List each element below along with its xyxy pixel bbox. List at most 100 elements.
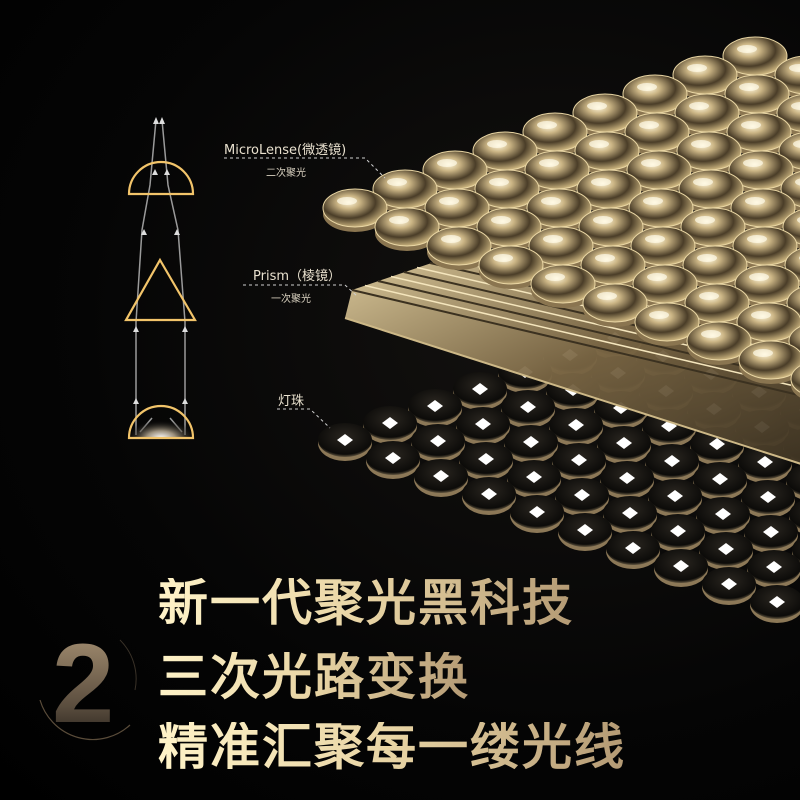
microlens [734,264,800,308]
headline-line-1: 新一代聚光黑科技 [158,574,574,632]
microlens [790,365,800,398]
microlens [528,226,594,270]
led-chip-icon [718,543,734,555]
microlens [530,264,596,308]
led-bead [606,531,660,569]
led-chip-icon [574,489,590,501]
led-bead [558,513,612,551]
microlens [632,264,698,308]
microlens [674,93,740,137]
led-bead [702,567,756,605]
led-bead [501,390,555,428]
microlens [582,283,648,327]
microlens [728,150,794,194]
led-bead [696,497,750,535]
microlens [634,302,700,346]
led-chip-icon [475,418,491,430]
led-bead [648,479,702,517]
led-chip-icon [523,436,539,448]
microlens [372,169,438,213]
led-chip-icon [385,452,401,464]
microlens [630,226,696,270]
led-bead [408,389,462,427]
prism-label: Prism（棱镜） [253,269,342,284]
microlens [526,188,592,232]
led-chip-icon [625,542,641,554]
led-bead [459,442,513,480]
headline-line-2: 三次光路变换 [158,648,470,706]
led-bead [366,441,420,479]
led-bead [744,515,798,553]
led-bead [552,443,606,481]
led-chip-icon [520,401,536,413]
led-chip-icon [433,470,449,482]
led-chip-icon [571,454,587,466]
headline-line-3: 精准汇聚每一缕光线 [158,718,626,776]
microlens [738,340,800,384]
microlens [574,131,640,175]
microlens [736,302,800,346]
microlens [624,112,690,156]
led-bead [603,496,657,534]
led-chip-icon [619,472,635,484]
led-chip-icon [670,525,686,537]
microlens [572,93,638,137]
microlens [676,131,742,175]
led-chip-icon [763,526,779,538]
microlens [424,188,490,232]
led-bead [414,459,468,497]
led-chip-icon [709,438,725,450]
microlens [322,188,388,232]
microlens [578,207,644,251]
microlens [732,226,798,270]
led-chip-icon [568,419,584,431]
led-chip-icon [526,471,542,483]
label-leader-lines [224,157,386,429]
microlens [374,207,440,251]
microlens [626,150,692,194]
led-chip-icon [337,434,353,446]
optical-path-diagram [124,117,197,440]
led-bead [549,408,603,446]
microlens [680,207,746,251]
led-bead [654,549,708,587]
led-chip-icon [715,508,731,520]
led-chip-icon [721,578,737,590]
led-bead [504,425,558,463]
led-chip-icon [382,417,398,429]
microlens [678,169,744,213]
step-number: 2 [52,621,115,746]
led-chip-icon [616,437,632,449]
led-bead [651,514,705,552]
led-bead [453,372,507,410]
microlens [478,245,544,289]
led-chip-icon [673,560,689,572]
led-chip-icon [766,561,782,573]
microlens-shape-icon [127,160,195,196]
microlens-layer [322,36,800,398]
led-bead [600,461,654,499]
prism-shape-icon [124,257,197,322]
led-bead [741,480,795,518]
led-shape-icon [127,404,195,440]
microlens [522,112,588,156]
microlens [730,188,796,232]
microlens [686,321,752,365]
led-chip-icon [664,455,680,467]
led-chip-icon [481,488,497,500]
microlens [724,74,790,118]
microlens [682,245,748,289]
led-bead [456,407,510,445]
arrow-icons [133,117,188,404]
microlens [726,112,792,156]
microlens [576,169,642,213]
microlens [422,150,488,194]
microlens [426,226,492,270]
microlens [474,169,540,213]
microlens-label: MicroLense(微透镜) [224,143,347,158]
led-bead [318,423,372,461]
led-label: 灯珠 [278,394,305,409]
led-bead [747,550,800,588]
led-chip-icon [529,506,545,518]
